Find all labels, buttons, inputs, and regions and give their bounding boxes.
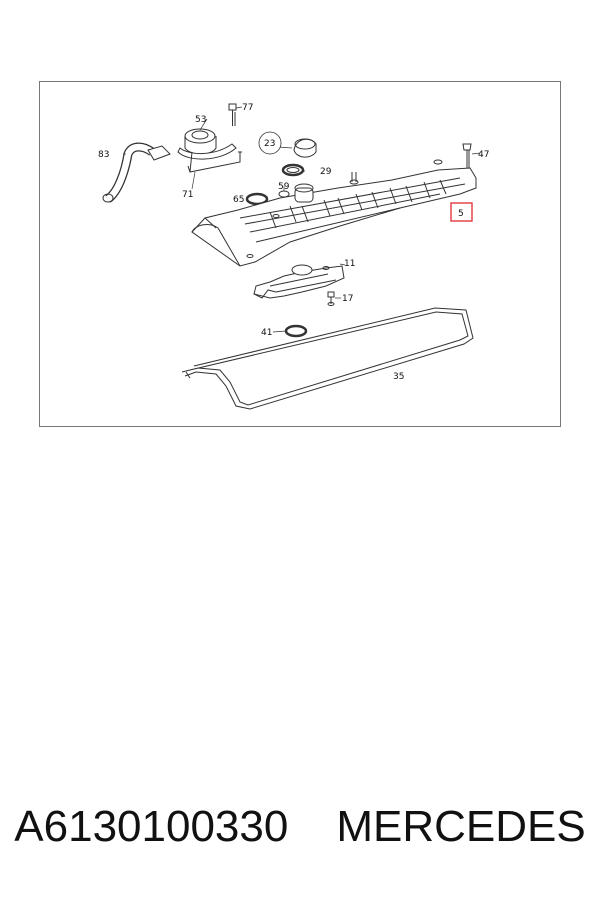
breather-hose-part — [102, 142, 171, 203]
parts-diagram: 83 53 77 71 23 29 47 65 59 5 11 17 41 35 — [98, 103, 489, 410]
callout-65: 65 — [233, 195, 244, 205]
callout-53: 53 — [195, 115, 206, 125]
highlight-box-5 — [450, 202, 473, 222]
cover-gasket-part — [181, 307, 474, 410]
seal-ring-part — [284, 324, 308, 338]
callout-5: 5 — [458, 209, 464, 219]
callout-41: 41 — [261, 328, 272, 338]
brand-name: MERCEDES — [336, 802, 586, 851]
callout-17: 17 — [342, 294, 353, 304]
callout-83: 83 — [98, 150, 109, 160]
oil-separator-part — [177, 128, 237, 160]
callout-59: 59 — [278, 182, 290, 192]
callout-77: 77 — [242, 103, 253, 113]
callout-71: 71 — [182, 190, 193, 200]
part-caption: A6130100330 MERCEDES — [0, 802, 600, 872]
diagram-frame: 83 53 77 71 23 29 47 65 59 5 11 17 41 35 — [39, 81, 561, 427]
callout-11: 11 — [344, 259, 355, 269]
callout-47: 47 — [478, 150, 489, 160]
part-number: A6130100330 — [14, 802, 289, 851]
bolt-part — [228, 103, 237, 126]
filler-cap-part — [293, 138, 317, 158]
callout-29: 29 — [320, 167, 332, 177]
valve-cover-part — [191, 159, 477, 267]
callout-35: 35 — [393, 372, 404, 382]
seal-ring-part — [281, 163, 305, 177]
callout-23-circle — [258, 131, 282, 155]
screw-part — [327, 291, 335, 306]
callout-23: 23 — [264, 139, 275, 149]
oil-baffle-part — [253, 264, 345, 299]
bracket-part — [187, 151, 242, 173]
